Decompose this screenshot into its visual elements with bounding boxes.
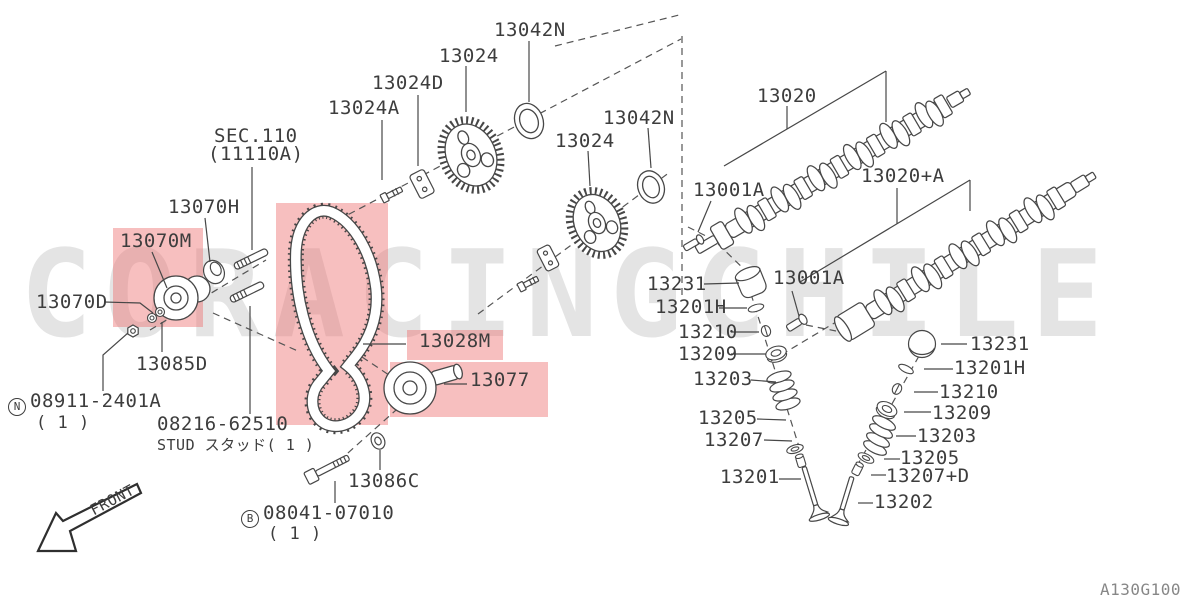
label-13024-top: 13024 xyxy=(439,45,499,67)
valve-spring-13203-right xyxy=(863,415,896,456)
label-13085d: 13085D xyxy=(136,353,208,375)
label-13024a-top: 13024A xyxy=(328,97,400,119)
label-13042n-top: 13042N xyxy=(494,19,566,41)
bolt-08041 xyxy=(303,454,350,485)
label-13207-left: 13207 xyxy=(704,429,764,451)
label-13024-mid: 13024 xyxy=(555,130,615,152)
tensioner-13077 xyxy=(383,361,463,415)
collet-13210-left xyxy=(760,325,772,337)
sprocket-bolt-2 xyxy=(516,275,540,293)
valve-13201 xyxy=(801,466,831,522)
nut-08911 xyxy=(127,324,139,338)
cam-sprocket-2 xyxy=(565,187,629,259)
valve-seal-13207-left xyxy=(794,453,807,469)
label-sec110: SEC.110 xyxy=(214,125,298,147)
label-13201: 13201 xyxy=(720,466,780,488)
label-08041-qty: ( 1 ) xyxy=(268,524,322,544)
label-13070m: 13070M xyxy=(120,230,192,252)
label-13028m: 13028M xyxy=(419,330,491,352)
label-13205-left: 13205 xyxy=(698,407,758,429)
camshaft-13020-plus-a xyxy=(833,171,1097,342)
label-sec110-sub: (11110A) xyxy=(208,143,304,165)
label-08216-sub: STUD スタッド( 1 ) xyxy=(157,436,315,454)
label-13077: 13077 xyxy=(470,369,530,391)
label-13210-right: 13210 xyxy=(939,381,999,403)
oil-seal-2 xyxy=(636,170,666,204)
shim-13201h-right xyxy=(898,363,914,375)
label-13202: 13202 xyxy=(874,491,934,513)
circled-b-icon: B xyxy=(241,509,259,528)
label-13020: 13020 xyxy=(757,85,817,107)
camshaft-13020 xyxy=(694,88,971,254)
circled-n-icon: N xyxy=(8,397,26,416)
highlight-13028m xyxy=(407,330,503,360)
label-13201h-left: 13201H xyxy=(655,296,727,318)
stud-bolt-2 xyxy=(229,281,265,303)
label-13231-right: 13231 xyxy=(970,333,1030,355)
label-13020-plus-a: 13020+A xyxy=(861,165,945,187)
oil-seal-1 xyxy=(513,102,545,140)
label-13042n-mid: 13042N xyxy=(603,107,675,129)
sprocket-plate-1 xyxy=(409,169,435,199)
leader-lines xyxy=(102,41,971,504)
label-13201h-right: 13201H xyxy=(954,357,1026,379)
label-13070h: 13070H xyxy=(168,196,240,218)
shim-13201h-left xyxy=(747,303,765,313)
valve-lifter-13231-left xyxy=(734,266,767,299)
label-13231-left: 13231 xyxy=(647,273,707,295)
label-13205-right: 13205 xyxy=(900,447,960,469)
label-08911-qty: ( 1 ) xyxy=(36,413,90,433)
stud-bolt-1 xyxy=(233,248,269,270)
valve-spring-13203-left xyxy=(766,370,801,411)
valve-13202 xyxy=(827,476,855,527)
spring-seat-13205-left xyxy=(786,443,804,455)
valve-lifter-13231-right xyxy=(907,329,937,359)
label-13203-left: 13203 xyxy=(693,368,753,390)
label-13001a-right: 13001A xyxy=(773,267,845,289)
label-13209-right: 13209 xyxy=(932,402,992,424)
label-13001a-left: 13001A xyxy=(693,179,765,201)
cam-end-piece-right xyxy=(785,313,808,332)
label-13210-left: 13210 xyxy=(678,321,738,343)
timing-belt-art xyxy=(287,202,385,435)
label-13209-left: 13209 xyxy=(678,343,738,365)
axis-dashed-lines xyxy=(149,13,920,474)
label-13024d-top: 13024D xyxy=(372,72,444,94)
collar-13070h xyxy=(202,259,226,285)
valve-seal-13207d-right xyxy=(851,461,864,477)
collet-13210-right xyxy=(891,383,903,395)
front-arrow-icon xyxy=(36,482,143,553)
spring-seat-13205-right xyxy=(857,452,875,464)
washers-13070d-13085d xyxy=(146,306,166,324)
label-08216-62510: 08216-62510 xyxy=(157,413,289,435)
label-13070d: 13070D xyxy=(36,291,108,313)
retainer-13209-left xyxy=(765,345,788,363)
washer-13086c xyxy=(370,432,386,450)
sprocket-bolt-1 xyxy=(379,186,404,204)
label-13203-right: 13203 xyxy=(917,425,977,447)
sprocket-plate-2 xyxy=(536,244,560,272)
label-13086c: 13086C xyxy=(348,470,420,492)
tensioner-13070m xyxy=(153,275,211,321)
retainer-13209-right xyxy=(875,400,898,420)
cam-end-piece-left xyxy=(683,234,705,252)
label-ref-code: A130G100 xyxy=(1100,580,1182,599)
cam-sprocket-1 xyxy=(437,116,505,194)
label-13207d-right: 13207+D xyxy=(886,465,970,487)
